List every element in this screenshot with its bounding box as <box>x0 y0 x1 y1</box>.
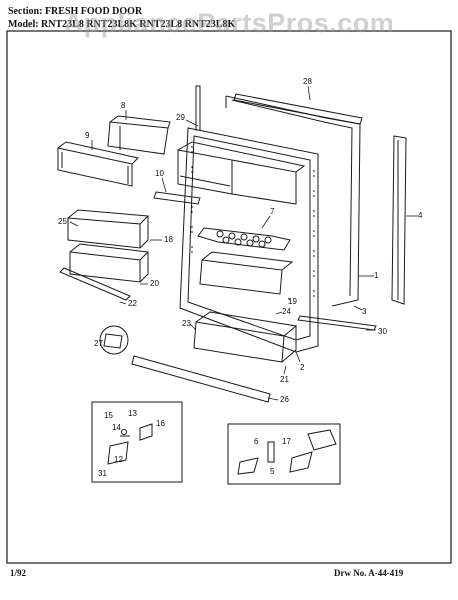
callout-13: 13 <box>128 409 137 418</box>
callout-30: 30 <box>378 327 387 336</box>
callout-14: 14 <box>112 423 121 432</box>
callout-3: 3 <box>362 307 367 316</box>
section-title: Section: FRESH FOOD DOOR <box>8 6 143 17</box>
breaker-strip <box>131 355 271 403</box>
callout-18: 18 <box>164 235 173 244</box>
callout-20: 20 <box>150 279 159 288</box>
bin-rail <box>59 267 131 301</box>
dairy-compartment <box>177 141 306 205</box>
left-trim-strip <box>195 85 201 131</box>
door-bin-20 <box>69 243 150 283</box>
door-shelf-19 <box>199 251 294 295</box>
callout-8: 8 <box>121 101 126 110</box>
leader-lines <box>69 85 418 401</box>
door-gasket <box>225 95 361 307</box>
callout-6: 6 <box>254 437 259 446</box>
butter-bin <box>107 115 171 155</box>
callout-21: 21 <box>280 375 289 384</box>
callout-1: 1 <box>374 271 379 280</box>
callout-27: 27 <box>94 339 103 348</box>
door-bin-25 <box>67 209 150 249</box>
callout-31: 31 <box>98 469 107 478</box>
callout-16: 16 <box>156 419 165 428</box>
callout-24: 24 <box>282 307 291 316</box>
door-bin-upper <box>57 141 139 187</box>
callout-22: 22 <box>128 299 137 308</box>
hinge-detail <box>99 325 129 355</box>
egg-tray <box>197 227 291 251</box>
callout-29: 29 <box>176 113 185 122</box>
side-rail <box>391 135 407 305</box>
detail-box-cam <box>227 423 341 485</box>
callout-10: 10 <box>155 169 164 178</box>
callout-9: 9 <box>85 131 90 140</box>
top-trim-strip <box>233 93 363 125</box>
callout-25: 25 <box>58 217 67 226</box>
revision-date: 1/92 <box>10 568 27 578</box>
drawing-border <box>6 30 452 564</box>
model-line: Model: RNT23L8 RNT23L8K RNT23L8 RNT23L8K <box>8 19 236 30</box>
door-bin-lower <box>193 311 298 363</box>
callout-15: 15 <box>104 411 113 420</box>
detail-box-hinge <box>91 401 183 483</box>
callout-17: 17 <box>282 437 291 446</box>
callout-4: 4 <box>418 211 423 220</box>
callout-19: 19 <box>288 297 297 306</box>
callout-2: 2 <box>300 363 305 372</box>
callout-23: 23 <box>182 319 191 328</box>
drawing-number: Drw No. A-44-419 <box>334 568 404 578</box>
inner-door-panel <box>179 127 319 353</box>
callout-7: 7 <box>270 207 275 216</box>
retainer-bar <box>153 191 201 205</box>
callout-5: 5 <box>270 467 275 476</box>
callout-28: 28 <box>303 77 312 86</box>
callout-26: 26 <box>280 395 289 404</box>
callout-12: 12 <box>114 455 123 464</box>
